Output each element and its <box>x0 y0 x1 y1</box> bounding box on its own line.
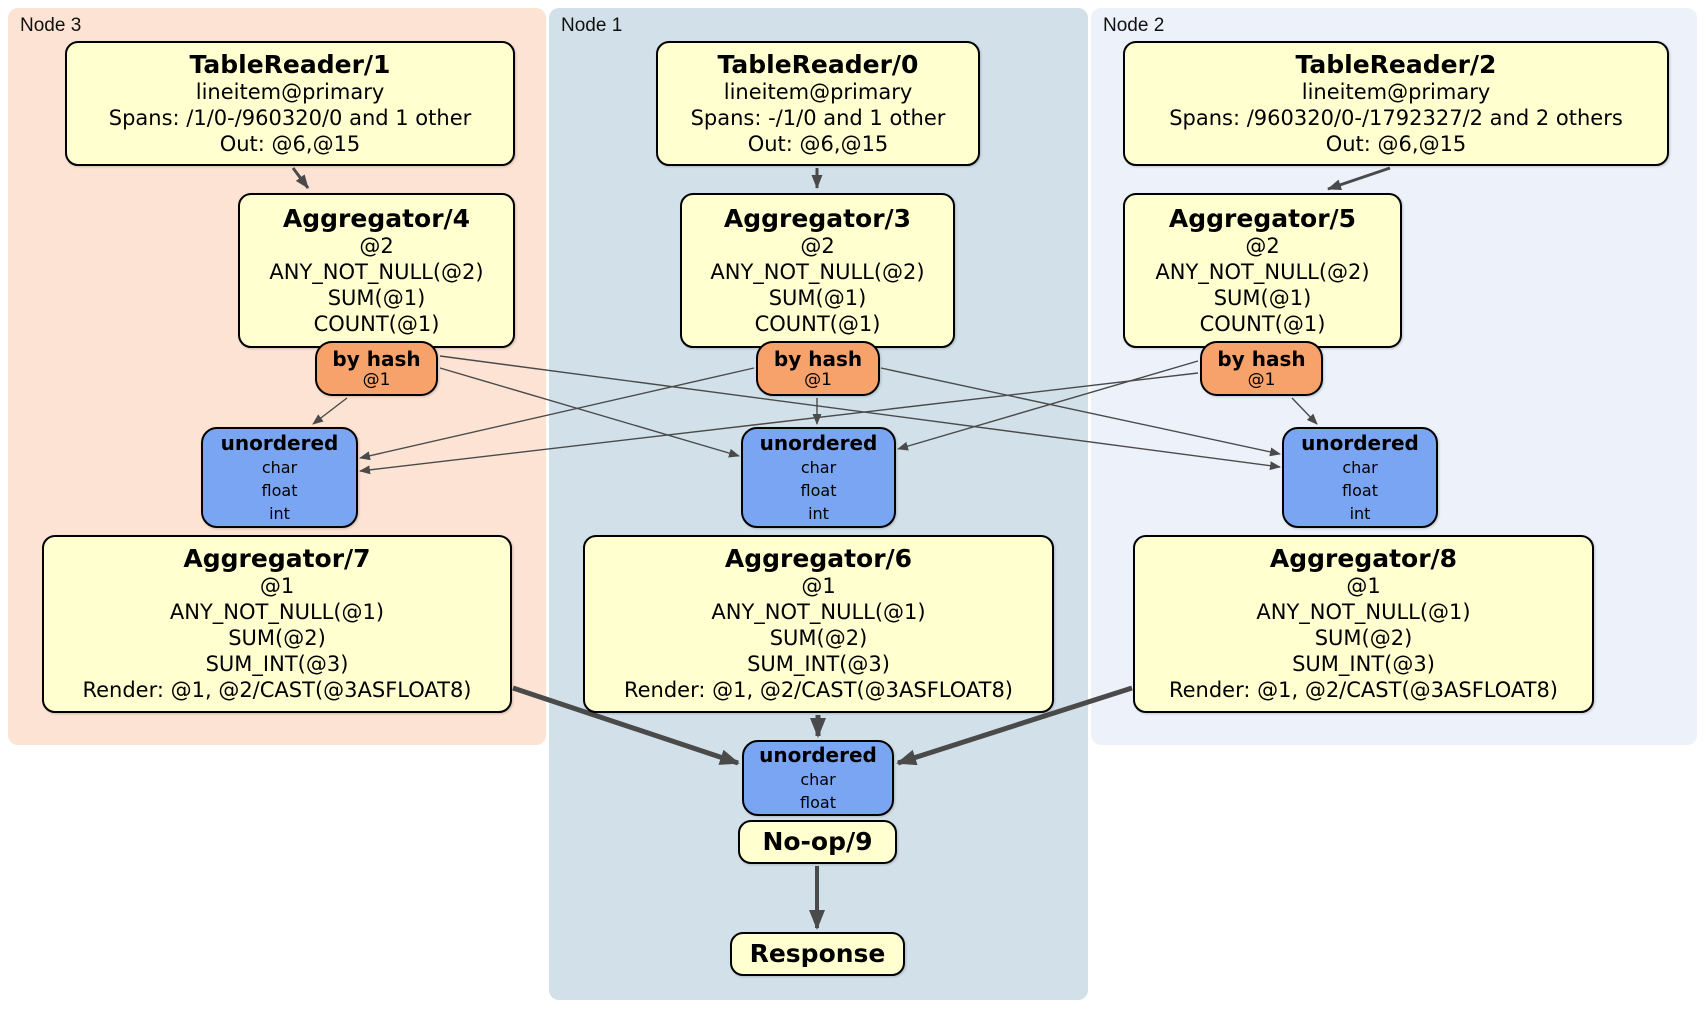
processor-detail: COUNT(@1) <box>1199 311 1326 336</box>
processor-detail: @1 <box>801 574 836 598</box>
noop-box: No-op/9 <box>738 820 897 864</box>
sync-title: unordered <box>759 743 877 767</box>
router-detail: @1 <box>804 370 832 390</box>
sync-title: unordered <box>759 431 878 455</box>
processor-detail: Spans: /960320/0-/1792327/2 and 2 others <box>1169 105 1623 130</box>
processor-detail: SUM(@1) <box>1213 285 1312 310</box>
processor-detail: Render: @1, @2/CAST(@3ASFLOAT8) <box>82 678 472 702</box>
processor-detail: @1 <box>1346 574 1381 598</box>
sync-title: unordered <box>220 431 339 455</box>
processor-detail: ANY_NOT_NULL(@1) <box>1256 600 1471 624</box>
processor-title: TableReader/2 <box>1295 49 1497 79</box>
router-title: by hash <box>773 347 863 371</box>
aggregator-8-box: Aggregator/8 @1 ANY_NOT_NULL(@1) SUM(@2)… <box>1133 535 1594 713</box>
processor-title: TableReader/0 <box>717 49 919 79</box>
processor-detail: SUM(@2) <box>769 626 868 650</box>
processor-detail: COUNT(@1) <box>754 311 881 336</box>
processor-title: Aggregator/3 <box>723 203 912 233</box>
processor-title: Aggregator/8 <box>1269 544 1458 573</box>
processor-detail: SUM_INT(@3) <box>1292 652 1435 676</box>
processor-title: TableReader/1 <box>189 49 391 79</box>
processor-detail: ANY_NOT_NULL(@2) <box>710 259 925 284</box>
sync-stream: float <box>1342 481 1378 500</box>
processor-detail: @2 <box>359 233 394 258</box>
sync-stream: int <box>808 504 829 523</box>
sync-stream: char <box>800 770 836 789</box>
sync-title: unordered <box>1301 431 1419 455</box>
processor-detail: lineitem@primary <box>195 79 385 104</box>
processor-detail: Render: @1, @2/CAST(@3ASFLOAT8) <box>1168 678 1559 702</box>
processor-title: Response <box>749 939 886 968</box>
hash-router-node2: by hash @1 <box>1200 341 1323 396</box>
unordered-sync-node3: unordered char float int <box>201 427 358 528</box>
response-box: Response <box>730 932 905 976</box>
aggregator-3-box: Aggregator/3 @2 ANY_NOT_NULL(@2) SUM(@1)… <box>680 193 955 348</box>
processor-detail: ANY_NOT_NULL(@2) <box>269 259 484 284</box>
processor-detail: @2 <box>1245 233 1280 258</box>
processor-detail: Out: @6,@15 <box>219 131 361 156</box>
processor-detail: SUM_INT(@3) <box>747 652 890 676</box>
sync-stream: float <box>261 481 298 500</box>
router-detail: @1 <box>362 370 391 390</box>
processor-detail: Out: @6,@15 <box>747 131 889 156</box>
processor-detail: lineitem@primary <box>1301 79 1491 104</box>
processor-detail: ANY_NOT_NULL(@1) <box>711 600 926 624</box>
processor-detail: COUNT(@1) <box>313 311 440 336</box>
hash-router-node1: by hash @1 <box>756 341 880 396</box>
router-title: by hash <box>1217 347 1306 371</box>
router-title: by hash <box>332 347 421 371</box>
processor-title: Aggregator/5 <box>1168 203 1357 233</box>
processor-detail: SUM(@1) <box>768 285 867 310</box>
processor-title: No-op/9 <box>762 827 873 856</box>
processor-detail: Out: @6,@15 <box>1325 131 1467 156</box>
processor-detail: Spans: /1/0-/960320/0 and 1 other <box>108 105 472 130</box>
processor-detail: SUM(@2) <box>228 626 326 650</box>
processor-detail: lineitem@primary <box>723 79 913 104</box>
unordered-sync-node2: unordered char float int <box>1282 427 1438 528</box>
processor-detail: ANY_NOT_NULL(@2) <box>1155 259 1370 284</box>
aggregator-4-box: Aggregator/4 @2 ANY_NOT_NULL(@2) SUM(@1)… <box>238 193 515 348</box>
processor-detail: SUM_INT(@3) <box>205 652 349 676</box>
aggregator-5-box: Aggregator/5 @2 ANY_NOT_NULL(@2) SUM(@1)… <box>1123 193 1402 348</box>
sync-stream: char <box>261 458 298 477</box>
sync-stream: int <box>269 504 290 523</box>
aggregator-7-box: Aggregator/7 @1 ANY_NOT_NULL(@1) SUM(@2)… <box>42 535 512 713</box>
processor-detail: @1 <box>259 574 295 598</box>
processor-detail: Render: @1, @2/CAST(@3ASFLOAT8) <box>623 678 1014 702</box>
output-unordered-sync: unordered char float <box>742 740 894 816</box>
processor-title: Aggregator/7 <box>183 544 371 573</box>
processor-detail: SUM(@2) <box>1314 626 1413 650</box>
sync-stream: char <box>800 458 837 477</box>
hash-router-node3: by hash @1 <box>315 341 438 396</box>
processor-title: Aggregator/4 <box>282 203 471 233</box>
processor-title: Aggregator/6 <box>724 544 913 573</box>
unordered-sync-node1: unordered char float int <box>741 427 896 528</box>
sync-stream: float <box>800 793 836 812</box>
tablereader-0-box: TableReader/0 lineitem@primary Spans: -/… <box>656 41 980 166</box>
node2-label: Node 2 <box>1103 15 1165 36</box>
sync-stream: int <box>1349 504 1371 523</box>
aggregator-6-box: Aggregator/6 @1 ANY_NOT_NULL(@1) SUM(@2)… <box>583 535 1054 713</box>
router-detail: @1 <box>1247 370 1276 390</box>
node3-label: Node 3 <box>20 15 82 36</box>
sync-stream: float <box>800 481 837 500</box>
processor-detail: SUM(@1) <box>327 285 426 310</box>
sync-stream: char <box>1342 458 1378 477</box>
processor-detail: ANY_NOT_NULL(@1) <box>169 600 385 624</box>
node1-label: Node 1 <box>561 15 623 36</box>
processor-detail: @2 <box>800 233 835 258</box>
processor-detail: Spans: -/1/0 and 1 other <box>690 105 946 130</box>
tablereader-2-box: TableReader/2 lineitem@primary Spans: /9… <box>1123 41 1669 166</box>
tablereader-1-box: TableReader/1 lineitem@primary Spans: /1… <box>65 41 515 166</box>
